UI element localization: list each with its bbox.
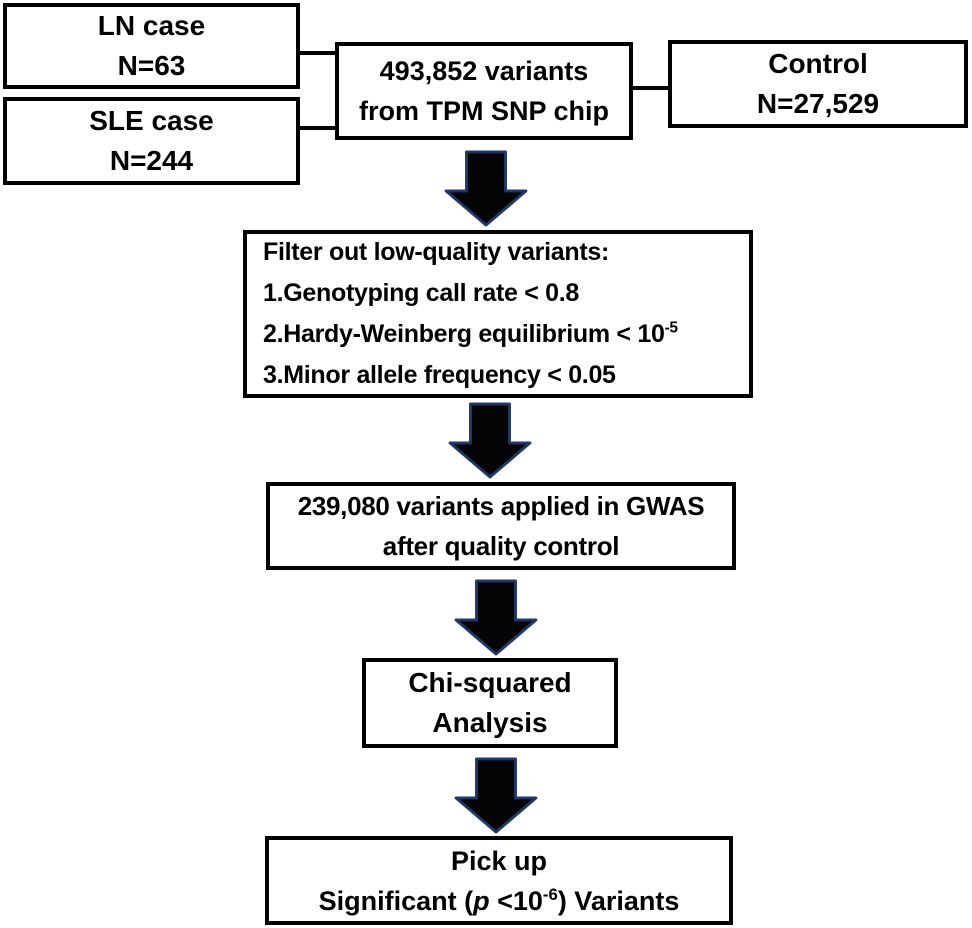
down-arrow-icon	[454, 757, 538, 834]
p-value-symbol: p	[473, 885, 490, 916]
threshold-exponent: -6	[542, 884, 558, 904]
down-arrow-icon	[454, 579, 538, 656]
ln-to-chip-connector	[297, 51, 338, 55]
pick-up-box: Pick up Significant (p <10-6) Variants	[265, 836, 733, 925]
filter-item-call-rate: 1.Genotyping call rate < 0.8	[263, 279, 580, 307]
control-label: Control	[768, 48, 868, 79]
ln-case-count: N=63	[117, 50, 186, 81]
gwas-qc: after quality control	[382, 531, 620, 561]
hwe-text: 2.Hardy-Weinberg equilibrium < 10	[263, 320, 665, 348]
pick-up-significant: Significant (p <10-6) Variants	[319, 881, 680, 921]
snp-chip-source: from TPM SNP chip	[358, 96, 610, 126]
snp-chip-variants: 493,852 variants	[379, 56, 589, 86]
chi-squared-box: Chi-squared Analysis	[362, 658, 618, 748]
sle-case-count: N=244	[109, 145, 194, 176]
significant-pre: Significant (	[318, 885, 474, 916]
sle-to-chip-connector	[297, 126, 338, 130]
control-box: Control N=27,529	[668, 40, 968, 128]
filter-item-hwe: 2.Hardy-Weinberg equilibrium < 10-5	[263, 314, 678, 355]
filter-item-maf: 3.Minor allele frequency < 0.05	[263, 361, 616, 389]
sle-case-box: SLE case N=244	[3, 97, 300, 185]
chi-squared-analysis: Analysis	[432, 707, 548, 738]
gwas-box: 239,080 variants applied in GWAS after q…	[266, 482, 736, 570]
ln-case-box: LN case N=63	[3, 3, 300, 89]
significant-post: ) Variants	[557, 885, 680, 916]
control-count: N=27,529	[756, 88, 880, 119]
chi-squared-label: Chi-squared	[408, 667, 572, 698]
snp-chip-box: 493,852 variants from TPM SNP chip	[335, 42, 633, 140]
chip-to-control-connector	[630, 86, 671, 90]
down-arrow-icon	[448, 402, 532, 479]
filter-title: Filter out low-quality variants:	[263, 238, 609, 266]
down-arrow-icon	[444, 150, 528, 227]
significant-threshold: <10	[489, 885, 543, 916]
gwas-variants: 239,080 variants applied in GWAS	[297, 491, 705, 521]
sle-case-label: SLE case	[89, 105, 214, 136]
pick-up-label: Pick up	[450, 845, 548, 876]
hwe-exponent: -5	[664, 319, 678, 337]
ln-case-label: LN case	[97, 10, 206, 41]
filter-box: Filter out low-quality variants: 1.Genot…	[243, 230, 753, 398]
